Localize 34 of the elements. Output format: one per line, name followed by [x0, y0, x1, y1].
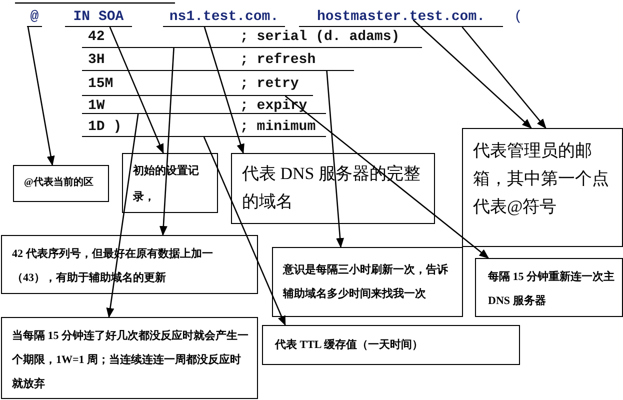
code-row	[82, 75, 313, 96]
leader-arrow	[106, 114, 139, 318]
leader-arrow	[462, 26, 546, 129]
comment-text: ; serial (d. adams)	[240, 28, 400, 46]
leader-arrow	[326, 70, 344, 248]
code-token: @	[27, 8, 42, 27]
code-token: hostmaster.test.com.	[299, 8, 503, 27]
leader-arrow	[284, 96, 490, 259]
leader-arrow	[204, 26, 244, 154]
value-text: 15M	[88, 75, 114, 93]
note-box: 代表 TTL 缓存值（一天时间）	[262, 325, 520, 365]
leader-arrow	[27, 26, 55, 166]
leader-arrow	[159, 48, 174, 236]
code-row	[82, 28, 422, 48]
value-text: 42	[88, 28, 105, 46]
parenthesis: (	[514, 8, 522, 26]
note-box: 代表管理员的邮箱，其中第一个点代表@符号	[462, 128, 623, 247]
value-text: 3H	[88, 51, 105, 69]
code-token: IN SOA	[65, 8, 132, 27]
code-row	[82, 51, 354, 71]
leader-arrow	[109, 26, 164, 154]
leader-arrow	[412, 20, 532, 129]
note-box: 意识是每隔三小时刷新一次，告诉辅助域名多少时间来找我一次	[272, 247, 463, 317]
note-box: 当每隔 15 分钟连了好几次都没反应时就会产生一个期限，1W=1 周；当连续连连一周都没反应时就放弃	[1, 317, 258, 399]
note-box: 每隔 15 分钟重新连一次主 DNS 服务器	[475, 258, 623, 317]
note-box: @代表当前的区	[13, 165, 109, 202]
comment-text: ; refresh	[240, 51, 316, 69]
value-text: 1W	[88, 97, 105, 115]
comment-text: ; minimum	[240, 118, 316, 136]
leader-arrow	[203, 136, 286, 326]
code-row	[82, 118, 326, 137]
value-text: 1D )	[88, 118, 122, 136]
comment-text: ; retry	[240, 75, 299, 93]
code-token: ns1.test.com.	[163, 8, 285, 27]
